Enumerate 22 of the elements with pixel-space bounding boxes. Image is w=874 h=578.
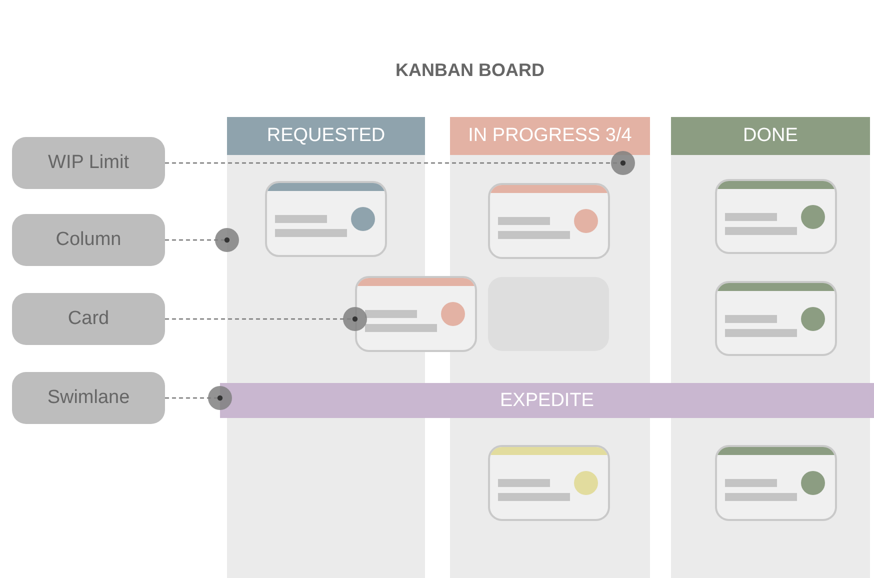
kanban-card (488, 183, 610, 259)
column-header: DONE (671, 117, 870, 155)
swimlane-band: EXPEDITE (220, 383, 874, 418)
leader-line (165, 307, 367, 331)
diagram-title: KANBAN BOARD (394, 60, 546, 81)
kanban-card (715, 179, 837, 254)
term-label: WIP Limit (12, 137, 165, 189)
kanban-column (671, 117, 870, 578)
leader-line (165, 228, 239, 252)
leader-line (165, 386, 232, 410)
column-header: IN PROGRESS 3/4 (450, 117, 650, 155)
term-label: Column (12, 214, 165, 266)
kanban-card (488, 445, 610, 521)
term-label: Swimlane (12, 372, 165, 424)
kanban-card (715, 281, 837, 356)
kanban-card (715, 445, 837, 521)
term-label: Card (12, 293, 165, 345)
column-header: REQUESTED (227, 117, 425, 155)
kanban-card (355, 276, 477, 352)
leader-line (165, 151, 635, 175)
kanban-card (265, 181, 387, 257)
kanban-column (450, 117, 650, 578)
